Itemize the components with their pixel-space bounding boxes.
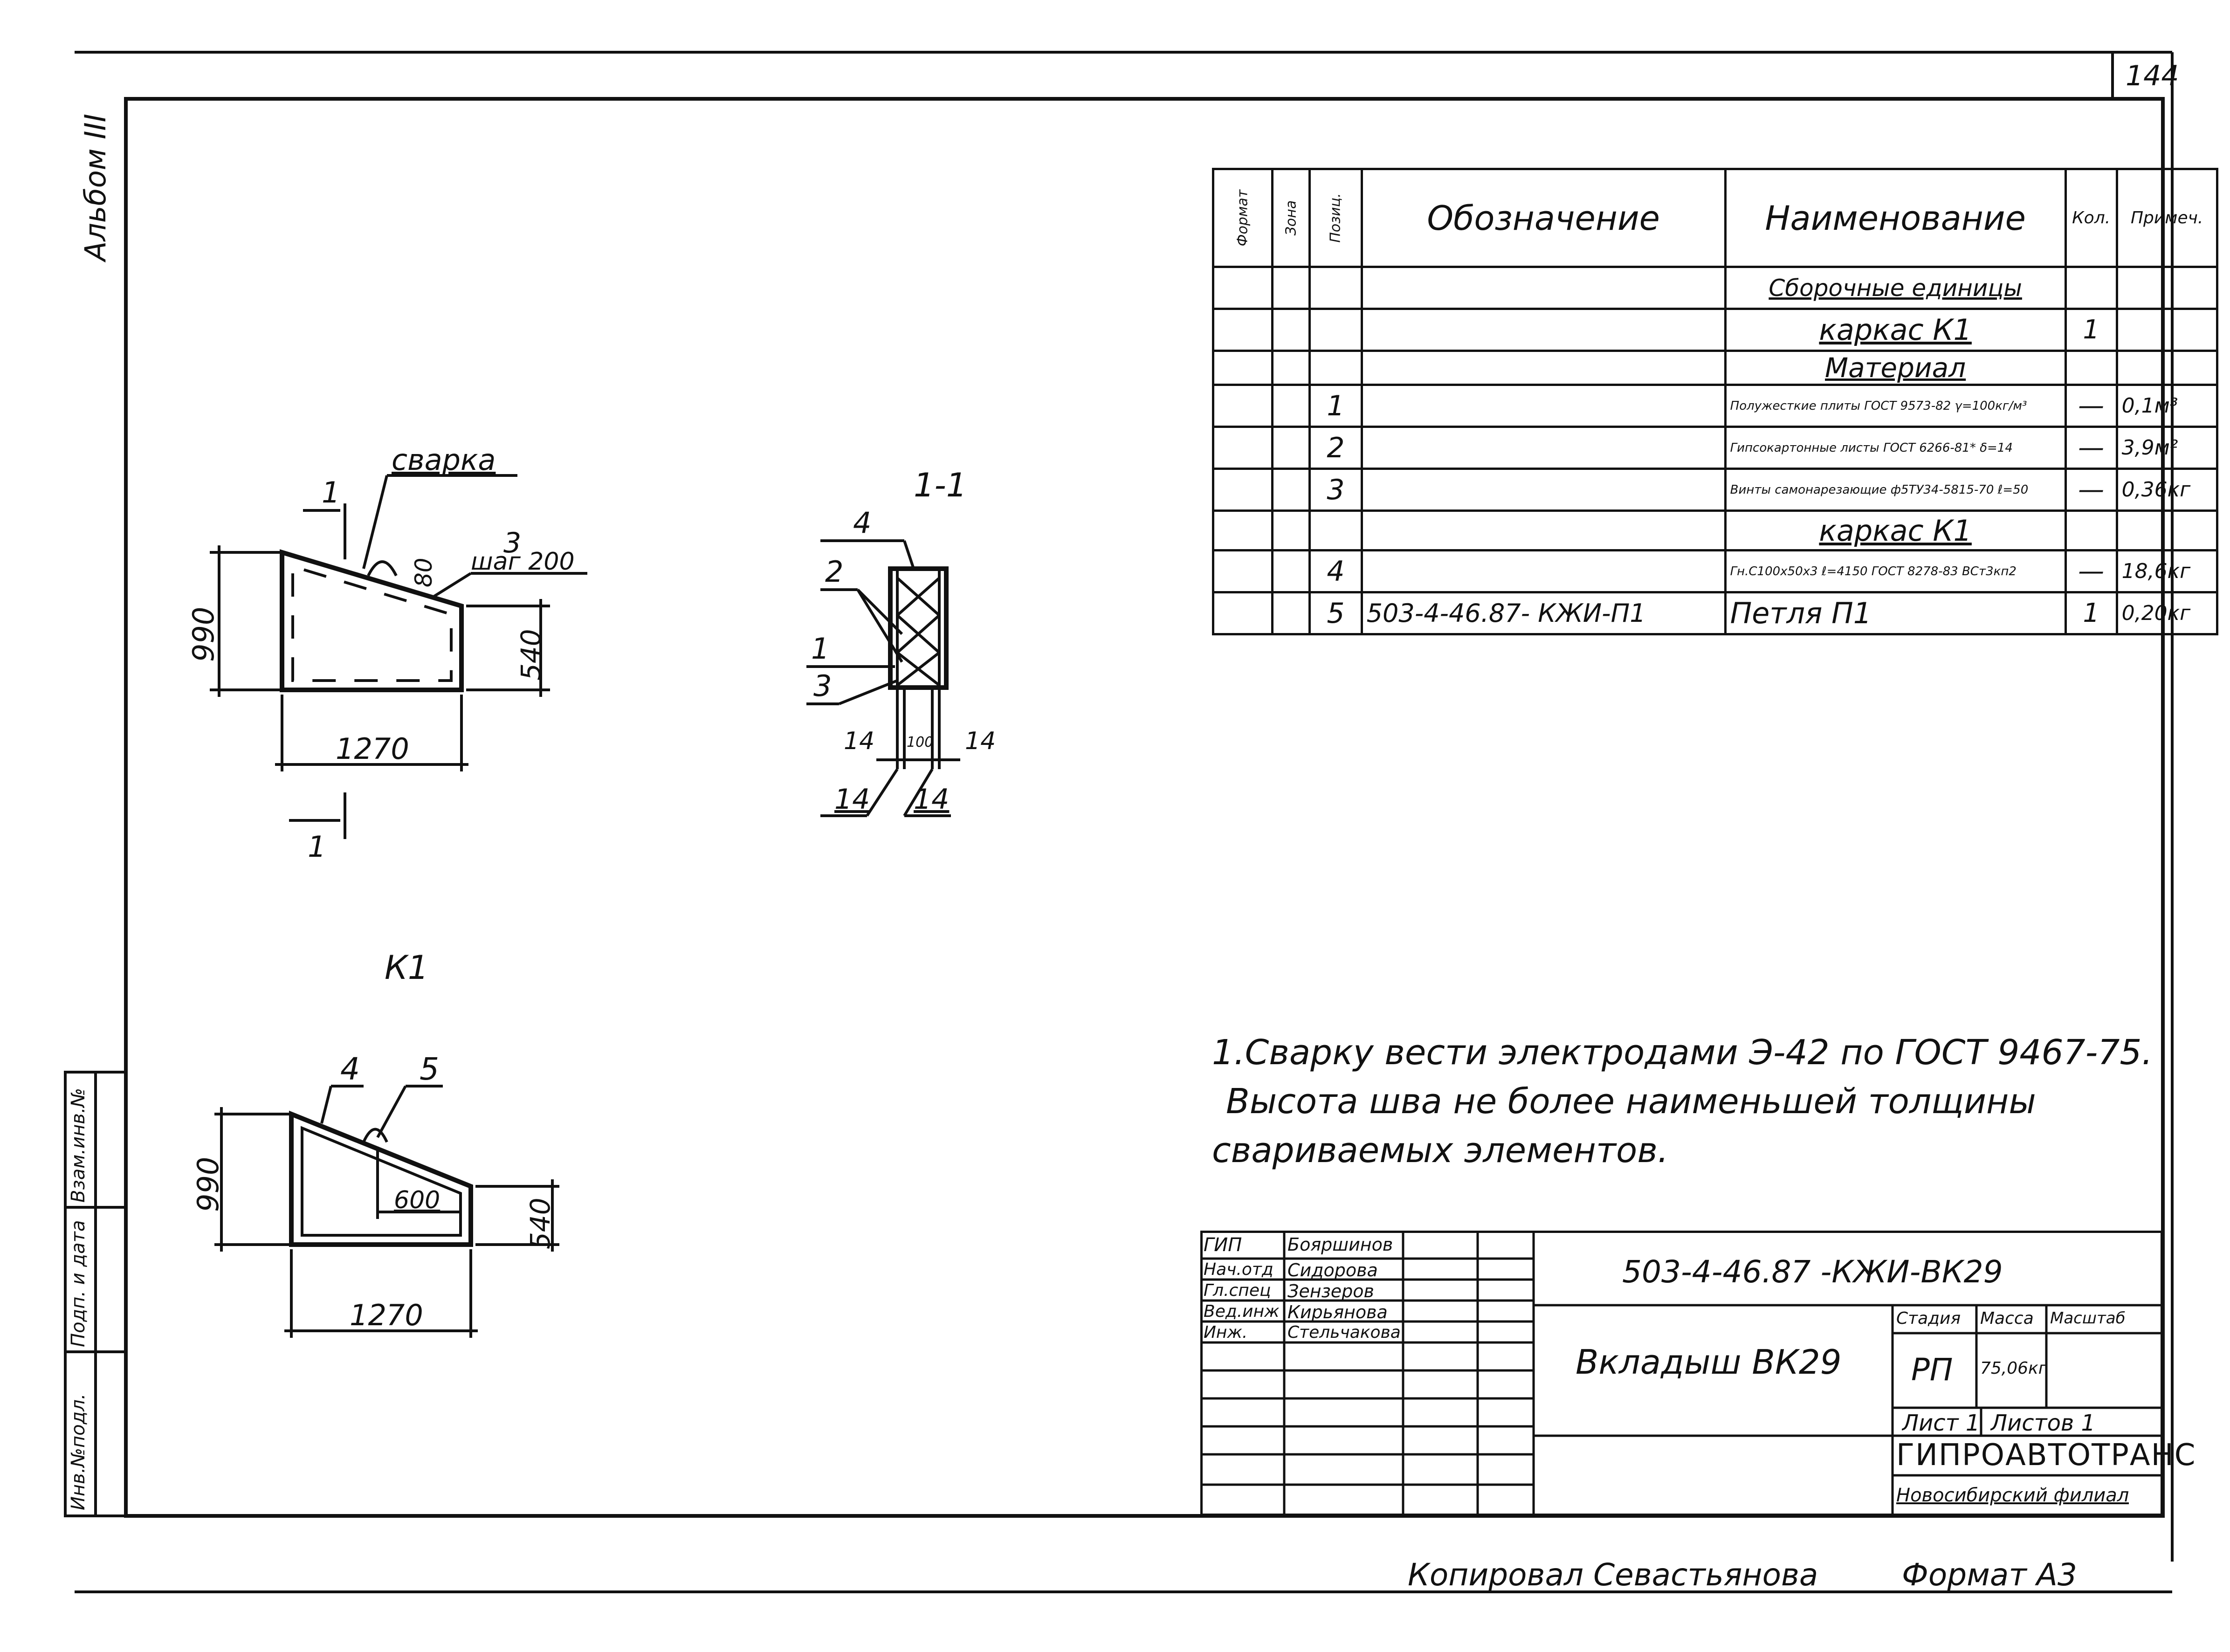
spec-row-name: каркас К1: [1724, 509, 2067, 551]
callout-3-number: 3: [503, 527, 522, 559]
note-line-1: 1.Сварку вести электродами Э-42 по ГОСТ …: [1212, 1032, 2153, 1073]
spec-row: 3 Винты самонарезающие ф5ТУ34-5815-70 ℓ=…: [1212, 468, 2218, 512]
tb-sheets-label: Листов 1: [1990, 1410, 2096, 1436]
spec-row: Материал: [1212, 350, 2218, 386]
header-format: Формат: [1212, 168, 1273, 268]
section-title: 1-1: [914, 466, 967, 504]
tb-sheet-label: Лист 1: [1902, 1410, 1980, 1436]
sheet-number: 144: [2126, 60, 2179, 92]
section-callout-4: 4: [853, 506, 872, 540]
tb-role-nach: Нач.отд: [1204, 1260, 1273, 1279]
k1-callout-5: 5: [420, 1051, 439, 1087]
spec-row-name: Винты самонарезающие ф5ТУ34-5815-70 ℓ=50: [1724, 468, 2067, 512]
spec-header-row: Формат Зона Позиц. Обозначение Наименова…: [1212, 168, 2218, 268]
callout-3-step: шаг 200: [471, 548, 575, 576]
header-name: Наименование: [1724, 168, 2067, 268]
k1-callout-4: 4: [340, 1051, 360, 1087]
tb-title: Вкладыш ВК29: [1576, 1342, 1842, 1382]
header-position: Позиц.: [1308, 168, 1363, 268]
spec-table: Формат Зона Позиц. Обозначение Наименова…: [1212, 168, 2218, 635]
spec-row-name: Сборочные единицы: [1724, 266, 2067, 310]
k1-title: К1: [385, 949, 429, 987]
tb-code: 503-4-46.87 -КЖИ-ВК29: [1622, 1254, 2003, 1290]
tb-scale-label: Масштаб: [2050, 1309, 2126, 1328]
tb-org: ГИПРОАВТОТРАНС: [1896, 1438, 2196, 1473]
section-callout-1: 1: [811, 632, 830, 666]
note-line-2: Высота шва не более наименьшей толщины: [1226, 1081, 2036, 1122]
spec-row: 4 Гн.С100х50х3 ℓ=4150 ГОСТ 8278-83 ВСт3к…: [1212, 549, 2218, 593]
tb-role-gip: ГИП: [1204, 1234, 1242, 1256]
spec-row: Сборочные единицы: [1212, 266, 2218, 310]
tb-role-vedinzh: Вед.инж: [1204, 1302, 1280, 1321]
section-dim-100: 100: [907, 734, 934, 750]
section-mark-bottom: 1: [308, 830, 326, 864]
main-view-drawing: [210, 474, 587, 839]
tb-role-glspec: Гл.спец: [1204, 1281, 1271, 1300]
spec-row-name: Полужесткие плиты ГОСТ 9573-82 γ=100кг/м…: [1724, 384, 2067, 428]
k1-view-drawing: [214, 1085, 559, 1338]
dim-600-k1: 600: [394, 1186, 440, 1214]
tb-branch: Новосибирский филиал: [1896, 1485, 2129, 1506]
section-dim-14-bottom-left: 14: [834, 783, 870, 816]
spec-row-name: Материал: [1724, 350, 2067, 386]
spec-row-name: каркас К1: [1724, 308, 2067, 352]
dim-1270-k1: 1270: [350, 1298, 423, 1332]
section-drawing: [806, 539, 960, 817]
dim-1270-main: 1270: [336, 732, 409, 766]
tb-name-vedinzh: Кирьянова: [1287, 1302, 1388, 1322]
spec-row-name: Петля П1: [1724, 591, 2067, 635]
spec-row: 2 Гипсокартонные листы ГОСТ 6266-81* δ=1…: [1212, 426, 2218, 470]
tb-stage-label: Стадия: [1896, 1309, 1961, 1328]
tb-name-inzh: Стельчакова: [1287, 1323, 1401, 1342]
section-callout-3: 3: [813, 669, 832, 703]
tb-mass-value: 75,06кг: [1980, 1359, 2047, 1378]
note-line-3: свариваемых элементов.: [1212, 1130, 1669, 1170]
spec-row-name: Гипсокартонные листы ГОСТ 6266-81* δ=14: [1724, 426, 2067, 470]
tb-name-gip: Бояршинов: [1287, 1234, 1393, 1255]
spec-row: 1 Полужесткие плиты ГОСТ 9573-82 γ=100кг…: [1212, 384, 2218, 428]
tb-stage-value: РП: [1911, 1352, 1953, 1388]
section-mark-top: 1: [322, 475, 340, 509]
tb-name-glspec: Зензеров: [1287, 1281, 1374, 1301]
section-callout-2: 2: [825, 555, 844, 589]
spec-row: 5 503-4-46.87- КЖИ-П1 Петля П1 1 0,20кг: [1212, 591, 2218, 635]
header-zone: Зона: [1271, 168, 1311, 268]
spec-row-name: Гн.С100х50х3 ℓ=4150 ГОСТ 8278-83 ВСт3кп2: [1724, 549, 2067, 593]
inner-frame: [124, 97, 2165, 1518]
format-label: Формат А3: [1902, 1557, 2077, 1593]
tb-mass-label: Масса: [1980, 1309, 2034, 1328]
title-block: [1200, 1231, 2163, 1516]
copied-by: Копировал Севастьянова: [1408, 1557, 1818, 1593]
header-note: Примеч.: [2115, 168, 2218, 268]
section-dim-14-bottom-right: 14: [914, 783, 950, 816]
section-dim-14-left: 14: [844, 727, 875, 755]
weld-label: сварка: [392, 443, 496, 477]
header-designation: Обозначение: [1360, 168, 1727, 268]
header-qty: Кол.: [2064, 168, 2118, 268]
tb-role-inzh: Инж.: [1204, 1323, 1248, 1342]
spec-row: каркас К1 1: [1212, 308, 2218, 352]
section-dim-14-right: 14: [965, 727, 996, 755]
tb-name-nach: Сидорова: [1287, 1260, 1378, 1280]
spec-row: каркас К1: [1212, 509, 2218, 551]
